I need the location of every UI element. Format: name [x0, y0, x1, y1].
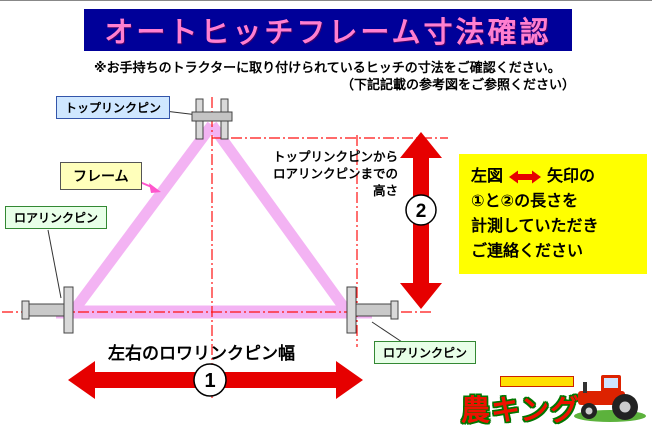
- height-measure-number: 2: [416, 201, 427, 222]
- instruction-line1: 左図 矢印の: [471, 164, 639, 189]
- top-link-pin-graphic: [191, 98, 233, 140]
- brand-logo-text: 農キング: [461, 395, 581, 425]
- instruction-box: 左図 矢印の ①と②の長さを 計測していただき ご連絡ください: [459, 154, 647, 274]
- label-lower-link-pin-right: ロアリンクピン: [374, 341, 477, 364]
- label-lower-link-pin-left: ロアリンクピン: [5, 206, 108, 229]
- page-title: オートヒッチフレーム寸法確認: [84, 9, 572, 51]
- height-note-line3: 高さ: [372, 184, 398, 198]
- width-measure-badge: 1: [193, 363, 227, 397]
- logo-ribbon: [500, 376, 574, 387]
- tractor-illustration-icon: [574, 375, 646, 422]
- lower-link-pin-right-connector: [371, 321, 403, 343]
- instruction-line3: 計測していただき: [471, 218, 599, 235]
- height-measure-note: トップリンクピンから ロアリンクピンまでの 高さ: [270, 149, 398, 200]
- width-measure-note: 左右のロワリンクピン幅: [108, 344, 295, 363]
- double-arrow-icon: [509, 170, 542, 183]
- instruction-line4: ご連絡ください: [471, 243, 584, 260]
- label-frame: フレーム: [60, 162, 142, 190]
- instruction-line1-pre: 左図: [471, 168, 504, 185]
- instruction-line1-post: 矢印の: [547, 168, 596, 185]
- instruction-line2: ①と②の長さを: [471, 193, 579, 210]
- instruction-note-line2: （下記記載の参考図をご参照ください）: [341, 77, 576, 92]
- height-measure-badge: 2: [405, 194, 437, 226]
- instruction-note-line1: ※お手持ちのトラクターに取り付けられているヒッチの寸法をご確認ください。: [94, 60, 561, 75]
- height-note-line1: トップリンクピンから: [272, 150, 398, 164]
- lower-link-pin-left-connector: [47, 229, 62, 299]
- lower-link-pin-left-graphic: [21, 286, 74, 334]
- height-note-line2: ロアリンクピンまでの: [272, 167, 398, 181]
- lower-link-pin-right-graphic: [346, 286, 399, 334]
- width-measure-number: 1: [204, 370, 215, 392]
- label-top-link-pin: トップリンクピン: [56, 96, 171, 119]
